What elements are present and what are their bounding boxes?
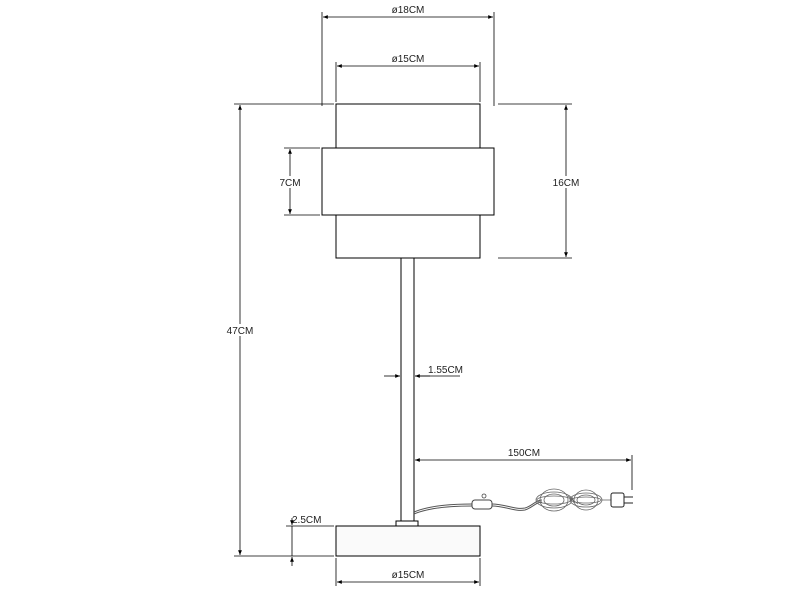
power-plug <box>610 492 633 508</box>
dim-label-shade-height: 16CM <box>553 178 580 189</box>
dim-base-height: 2.5CM <box>286 515 334 566</box>
dim-label-stem-diameter: 1.55CM <box>428 365 463 376</box>
shade-bottom-layer <box>335 214 481 259</box>
shade-top-layer <box>335 103 481 149</box>
inline-switch <box>471 493 493 510</box>
lamp-stem <box>400 257 415 523</box>
dim-label-cable-length: 150CM <box>508 448 540 459</box>
dim-middle-band-height: 7CM <box>278 147 320 216</box>
dim-label-total-height: 47CM <box>227 326 254 337</box>
dim-total-height: 47CM <box>224 103 334 557</box>
dim-label-middle-band-height: 7CM <box>279 178 300 189</box>
dim-label-base-height: 2.5CM <box>292 515 321 526</box>
shade-middle-band <box>321 147 495 216</box>
lamp-base <box>335 525 481 557</box>
dim-cable-length: 150CM <box>415 448 633 490</box>
lamp-body <box>321 103 495 557</box>
dim-shade-inner-diameter: ø15CM <box>335 54 481 102</box>
dim-base-diameter: ø15CM <box>335 558 481 586</box>
dim-shade-height: 16CM <box>498 103 583 259</box>
dim-label-base-diameter: ø15CM <box>392 570 425 581</box>
coiled-cable <box>535 488 612 512</box>
dim-label-shade-inner-diameter: ø15CM <box>392 54 425 65</box>
dim-label-shade-outer-diameter: ø18CM <box>392 5 425 16</box>
dim-stem-diameter: 1.55CM <box>384 365 463 378</box>
stem-collar <box>395 520 419 527</box>
dim-shade-outer-diameter: ø18CM <box>321 5 495 106</box>
